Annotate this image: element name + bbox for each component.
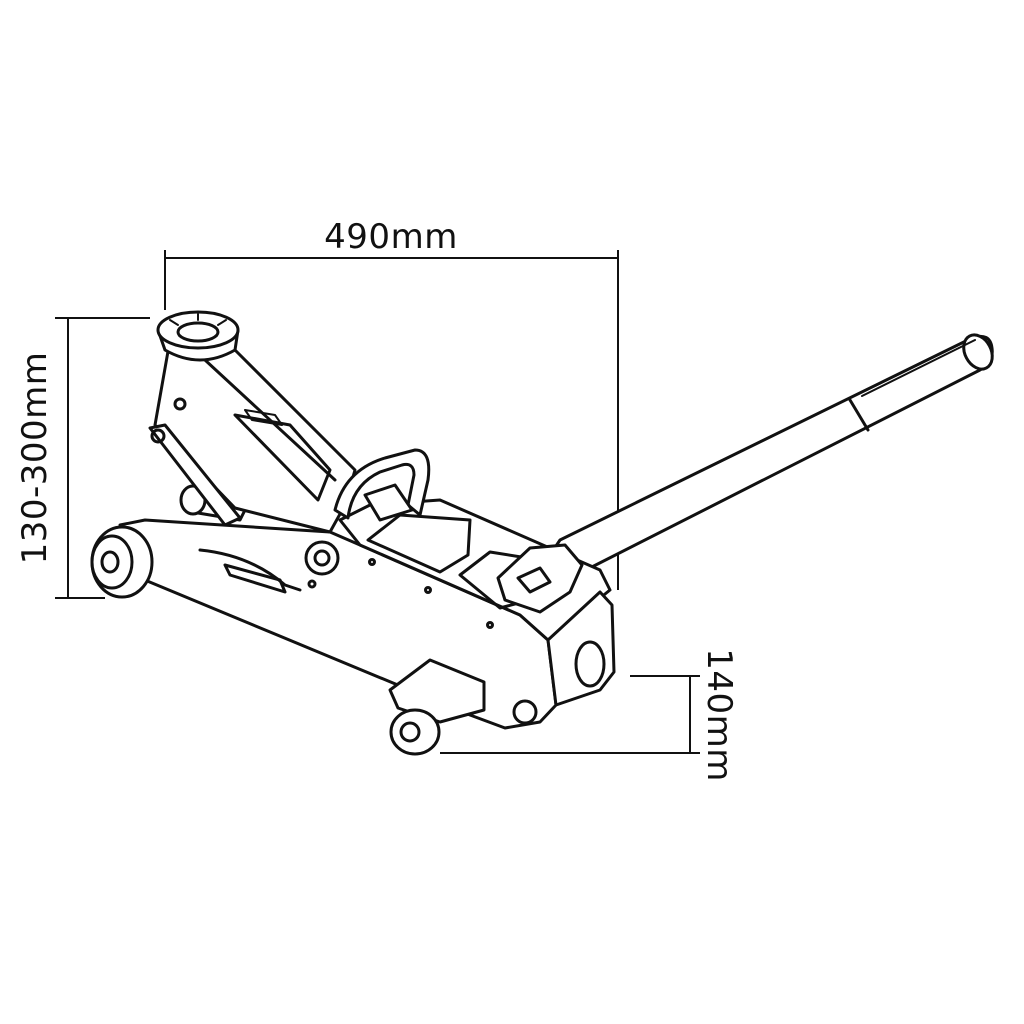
front-pivot-bolt: [313, 549, 331, 567]
deck-panel-1: [366, 513, 472, 574]
side-plate-rib: [198, 548, 302, 592]
chassis-rivet-1: [307, 579, 317, 589]
chassis-rivet-3: [424, 586, 432, 594]
lift-arm-pivot: [150, 428, 166, 444]
carry-handle: [333, 448, 431, 520]
chassis-rivet-2: [368, 558, 376, 566]
jack-handle: [546, 333, 994, 576]
handle-socket: [496, 543, 584, 614]
dimension-lift-range: 130-300mm: [15, 317, 150, 599]
dimension-length: 490mm: [164, 217, 619, 590]
lift-arm-link: [148, 423, 242, 527]
front-pivot-boss: [304, 540, 340, 576]
pump-cylinder: [363, 483, 414, 522]
dimension-height-label: 140mm: [699, 648, 739, 782]
side-plate-slot: [223, 563, 287, 594]
handle-socket-slot: [516, 566, 552, 594]
castor-wheel: [388, 658, 486, 756]
lift-arm-label-plate: [244, 409, 283, 426]
lift-arm-panel: [233, 413, 332, 502]
chassis-rivet-4: [486, 621, 494, 629]
rear-axle-cap: [574, 640, 606, 688]
rear-axle-hole: [512, 699, 538, 725]
floor-jack: [90, 310, 994, 756]
dimension-lift-range-label: 130-300mm: [15, 352, 55, 565]
dimension-height: 140mm: [440, 648, 739, 782]
lift-arm-bolt: [173, 397, 187, 411]
saddle: [156, 310, 240, 362]
front-wheel: [90, 525, 154, 599]
dimension-length-label: 490mm: [324, 217, 458, 257]
